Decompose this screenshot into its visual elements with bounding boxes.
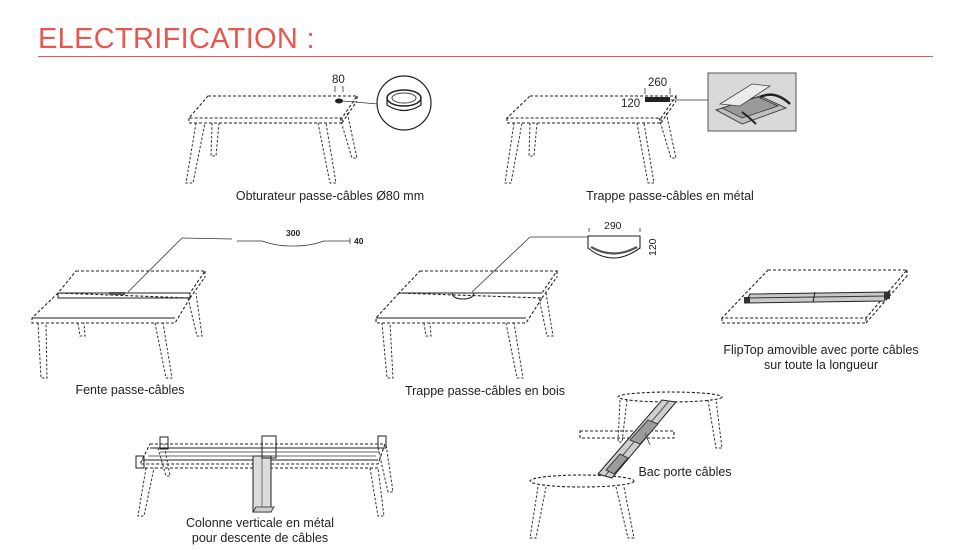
caption-trappe-bois: Trappe passe-câbles en bois xyxy=(404,384,566,398)
page-title: ELECTRIFICATION : xyxy=(38,23,315,55)
table-metal-flap-drawing xyxy=(504,72,797,184)
column-bench-drawing xyxy=(135,435,394,517)
caption-bac: Bac porte câbles xyxy=(638,465,732,479)
table-cable-slot-drawing xyxy=(31,237,351,379)
caption-fliptop-line1: FlipTop amovible avec porte câbles xyxy=(723,343,919,357)
caption-colonne-line1: Colonne verticale en métal xyxy=(186,516,334,530)
grommet-detail-icon xyxy=(376,75,432,131)
fliptop-drawing xyxy=(720,269,909,324)
table-grommet-drawing xyxy=(185,75,432,184)
dim-trappe-metal-width: 260 xyxy=(648,77,667,89)
caption-colonne: Colonne verticale en métal pour descente… xyxy=(170,516,350,546)
cable-tray-drawing xyxy=(529,391,723,539)
title-divider xyxy=(38,56,933,57)
dim-fente-depth: 40 xyxy=(354,236,364,246)
table-wooden-flap-drawing xyxy=(375,228,641,379)
metal-flap-photo-icon xyxy=(707,72,797,132)
caption-obturateur: Obturateur passe-câbles Ø80 mm xyxy=(235,189,425,203)
dim-trappe-bois-depth: 120 xyxy=(647,238,659,256)
caption-fliptop: FlipTop amovible avec porte câbles sur t… xyxy=(716,343,926,373)
dim-fente-width: 300 xyxy=(286,228,300,238)
dim-obturateur-width: 80 xyxy=(332,74,345,86)
caption-colonne-line2: pour descente de câbles xyxy=(191,531,329,545)
dim-trappe-metal-depth: 120 xyxy=(621,98,640,110)
caption-trappe-metal: Trappe passe-câbles en métal xyxy=(586,189,754,203)
dim-trappe-bois-width: 290 xyxy=(604,220,622,232)
caption-fente: Fente passe-câbles xyxy=(75,383,185,397)
caption-fliptop-line2: sur toute la longueur xyxy=(764,358,878,372)
